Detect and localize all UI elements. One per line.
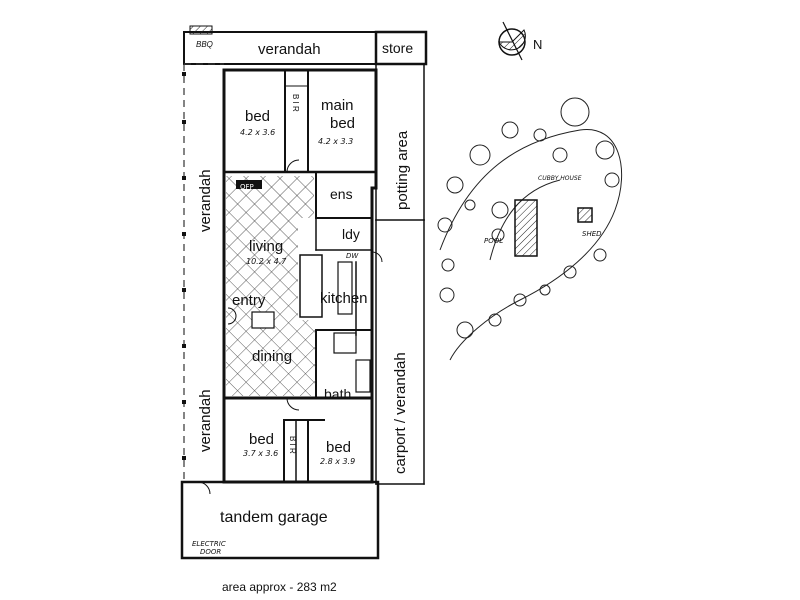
living-label: living — [249, 238, 283, 255]
pool-label: POOL — [484, 237, 503, 245]
dining-label: dining — [252, 348, 292, 365]
bbq-label: BBQ — [196, 40, 213, 49]
fireplace — [236, 180, 262, 189]
cubby-label: CUBBY HOUSE — [538, 175, 582, 182]
carport-label: carport / verandah — [392, 352, 409, 474]
shed-label: SHED — [582, 230, 602, 238]
living-dining-floor — [226, 176, 316, 396]
verandah-edge — [183, 63, 224, 482]
dw-label: DW — [346, 252, 359, 260]
bbq — [189, 25, 213, 35]
living-size: 10.2 x 4.7 — [246, 257, 287, 266]
electric-door-label-2: DOOR — [200, 548, 221, 556]
entry-table — [251, 311, 275, 329]
bed2-size: 3.7 x 3.6 — [243, 449, 278, 458]
ofp-label: OFP — [240, 183, 254, 191]
room-labels: BBQ verandah store bed 4.2 x 3.6 B I R m… — [192, 37, 602, 594]
potting-area-label: potting area — [394, 130, 411, 210]
area-note: area approx - 283 m2 — [222, 580, 337, 594]
ens-label: ens — [330, 186, 353, 202]
ldy-label: ldy — [342, 226, 360, 242]
bir-bottom-label: B I R — [288, 436, 297, 454]
garden-landscape — [437, 97, 622, 361]
shed — [577, 207, 593, 223]
bath-label: bath — [324, 386, 351, 402]
doors — [197, 159, 383, 495]
bir-top-label: B I R — [291, 94, 300, 112]
electric-door-label-1: ELECTRIC — [192, 540, 226, 548]
entry-label: entry — [232, 292, 266, 309]
main-bed-label-2: bed — [330, 115, 355, 132]
bed3-size: 2.8 x 3.9 — [320, 457, 355, 466]
north-arrow-icon — [498, 21, 526, 61]
verandah-top-label: verandah — [258, 41, 321, 58]
verandah-left-upper-label: verandah — [197, 169, 214, 232]
walls — [180, 30, 428, 560]
north-label: N — [533, 37, 542, 52]
main-bed-size: 4.2 x 3.3 — [318, 137, 353, 146]
bed2-label: bed — [249, 431, 274, 448]
main-bed-label-1: main — [321, 97, 354, 114]
bed1-label: bed — [245, 108, 270, 125]
bed3-label: bed — [326, 439, 351, 456]
verandah-left-lower-label: verandah — [197, 389, 214, 452]
kitchen-label: kitchen — [320, 290, 368, 307]
verandah-posts — [182, 72, 186, 460]
store-label: store — [382, 40, 413, 56]
tandem-garage-label: tandem garage — [220, 509, 328, 526]
pool — [514, 199, 538, 257]
bed1-size: 4.2 x 3.6 — [240, 128, 275, 137]
